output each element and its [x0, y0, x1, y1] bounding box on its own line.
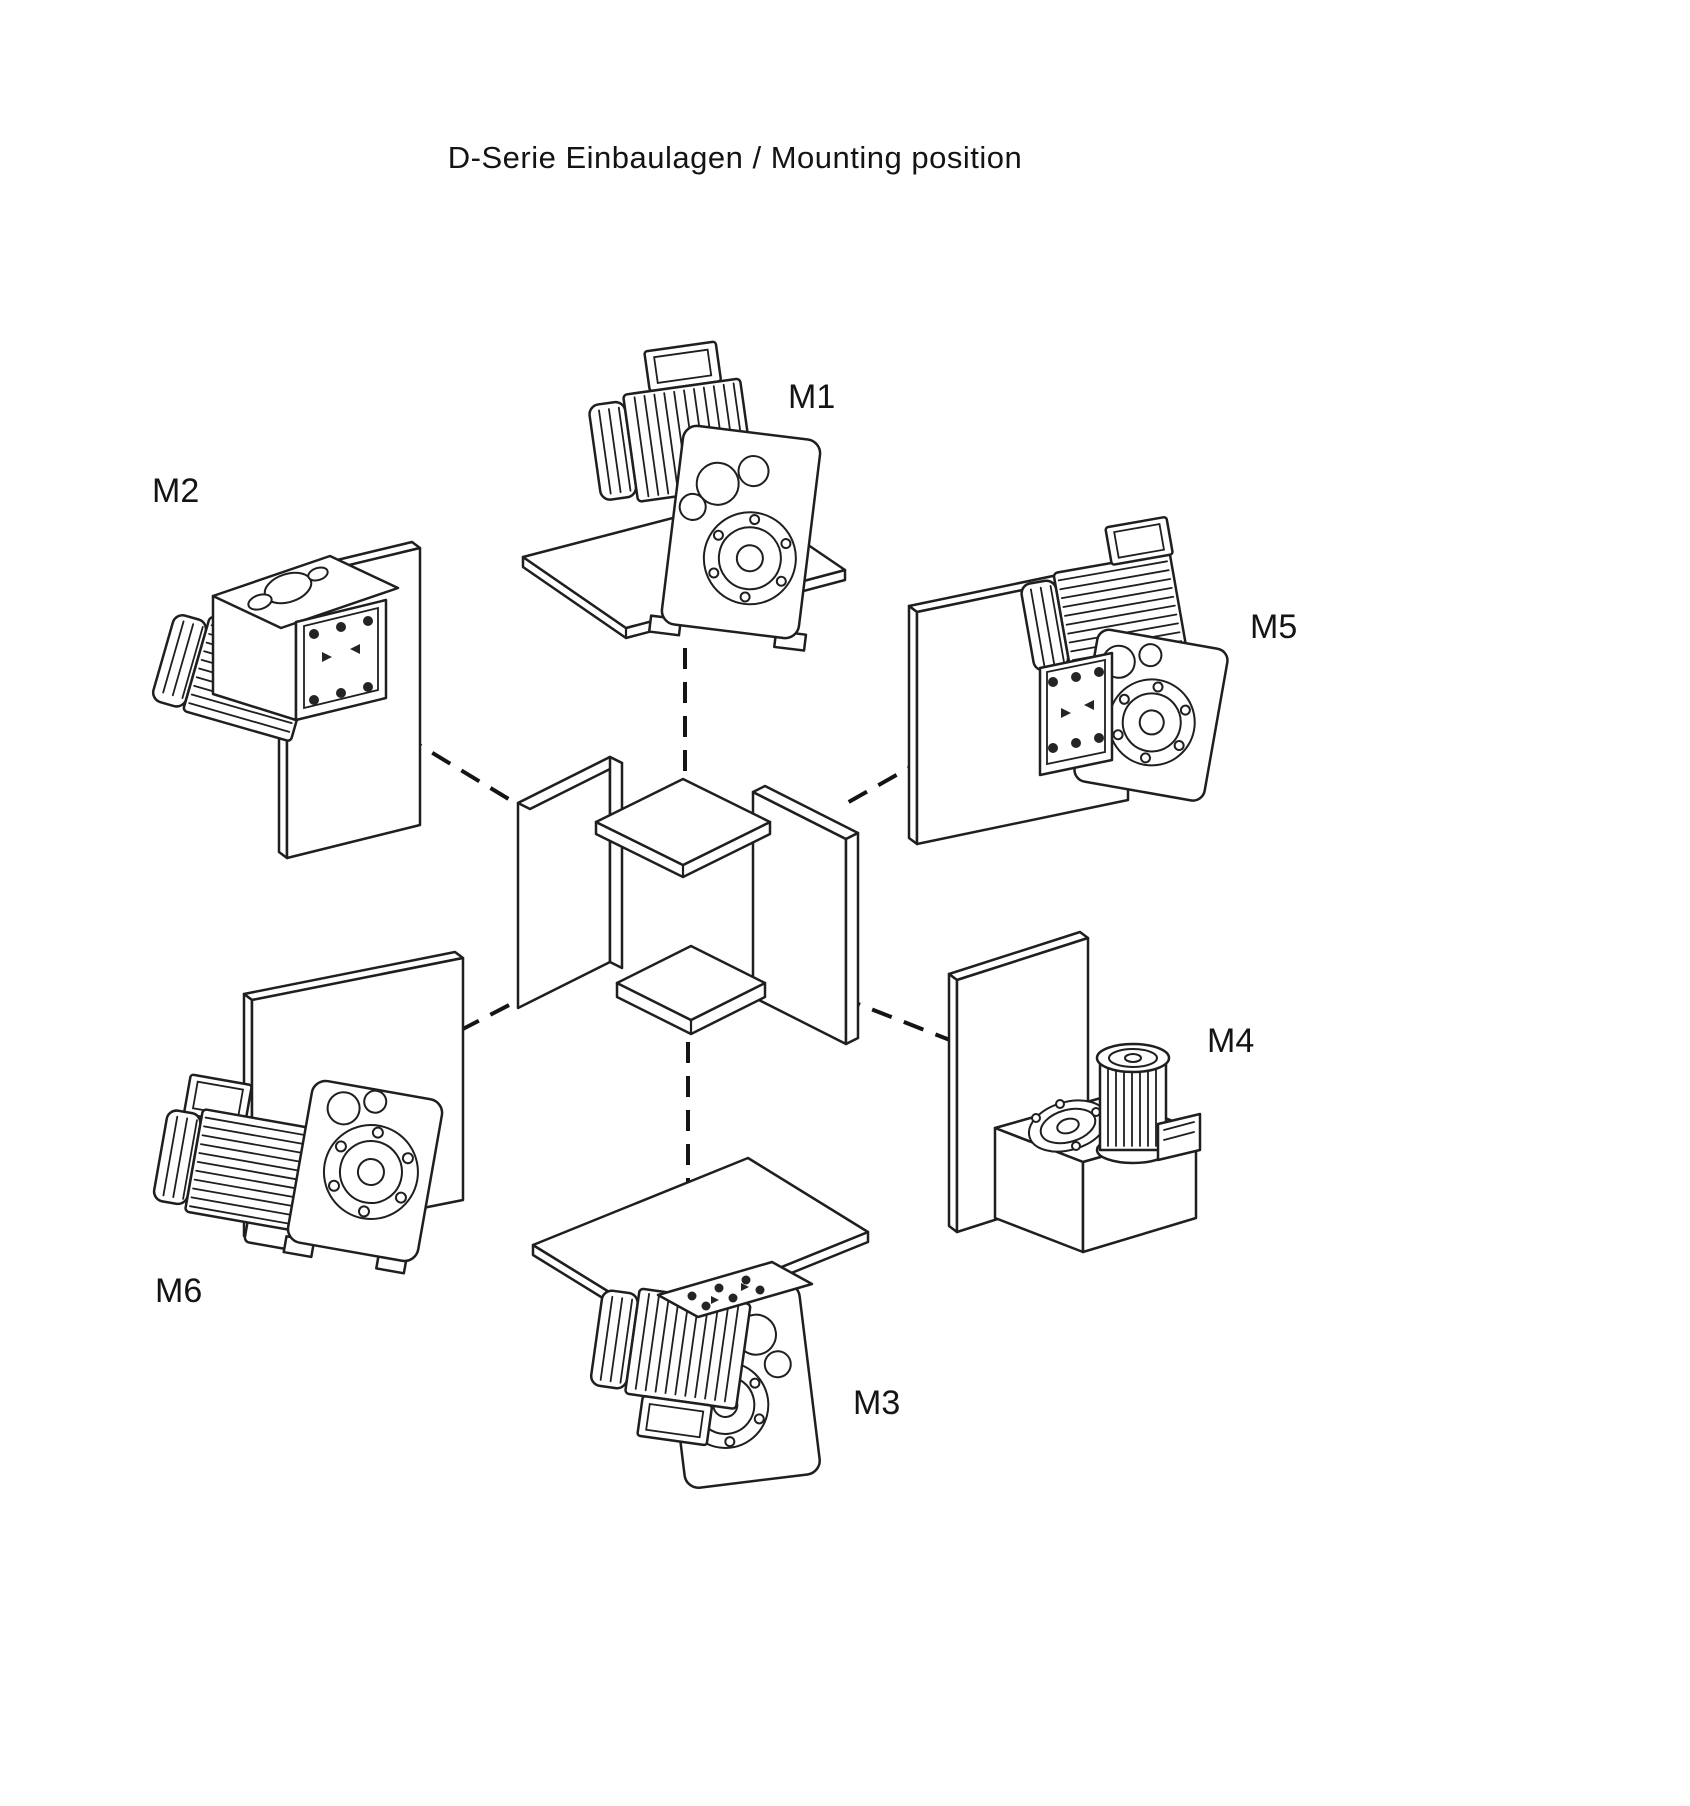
gearbox-m6 — [282, 1079, 444, 1275]
label-m1: M1 — [788, 378, 836, 416]
terminal-box-m4 — [1156, 1112, 1202, 1162]
cube-right-wall — [751, 784, 860, 1046]
motor-m3 — [589, 1287, 752, 1447]
label-m4: M4 — [1207, 1022, 1255, 1060]
terminal-box-icon — [1104, 515, 1174, 566]
mounting-flange-m3 — [656, 1260, 814, 1319]
cube-top-plate — [594, 777, 772, 879]
gearmotor-m1 — [588, 340, 822, 652]
gearmotor-m3 — [589, 1260, 821, 1489]
gearmotor-m6 — [152, 1073, 444, 1275]
motor-m4 — [1095, 1042, 1171, 1165]
motor-fins — [634, 1292, 740, 1403]
motor-fins — [1107, 1061, 1157, 1147]
gearmotor-m5 — [1020, 515, 1229, 802]
cube-left-wall — [516, 755, 624, 1010]
terminal-box-icon — [636, 1395, 714, 1447]
center-cube — [516, 755, 860, 1046]
mounting-flange-m5 — [1038, 651, 1114, 777]
diagram-title: D-Serie Einbaulagen / Mounting position — [447, 140, 1023, 175]
cube-bottom-plate — [615, 944, 767, 1036]
gearbox-m1 — [647, 424, 822, 652]
assembly-line-m4 — [847, 998, 956, 1044]
gearmotor-m2 — [151, 554, 400, 742]
label-m5: M5 — [1250, 608, 1298, 646]
motor-fins — [189, 1116, 309, 1226]
gearbox-top-m2 — [211, 554, 400, 630]
label-m6: M6 — [155, 1272, 203, 1310]
label-m2: M2 — [152, 472, 200, 510]
motor-m6 — [152, 1073, 314, 1232]
label-m3: M3 — [853, 1384, 901, 1422]
mounting-flange-m2 — [294, 598, 388, 722]
gearmotor-m4 — [993, 1042, 1202, 1254]
